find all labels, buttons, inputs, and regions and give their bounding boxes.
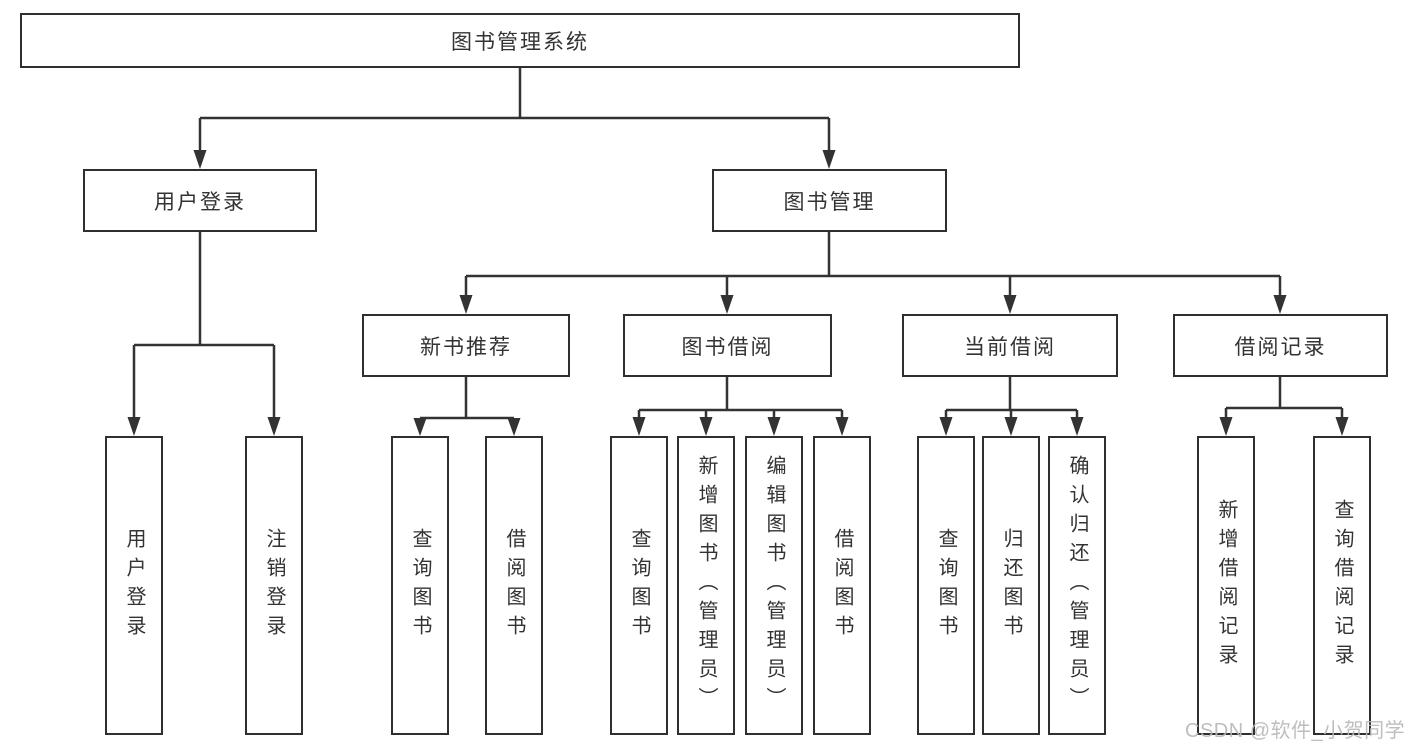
leaf-newbooks-query-books-label: 查询图书 — [409, 527, 431, 644]
leaf-logout-label: 注销登录 — [263, 527, 285, 644]
leaf-records-query-record: 查询借阅记录 — [1313, 436, 1371, 735]
node-new-book-recommendation: 新书推荐 — [362, 314, 570, 377]
leaf-borrowing-borrow-books-label: 借阅图书 — [831, 527, 853, 644]
node-library-system-label: 图书管理系统 — [451, 30, 589, 54]
connector-user-login-children — [127, 232, 281, 436]
leaf-borrowing-add-books-admin: 新增图书（管理员） — [677, 436, 735, 735]
leaf-records-add-record: 新增借阅记录 — [1197, 436, 1255, 735]
node-book-management-label: 图书管理 — [783, 190, 876, 214]
leaf-user-login: 用户登录 — [105, 436, 163, 735]
leaf-current-return-books: 归还图书 — [982, 436, 1040, 735]
node-current-borrowing: 当前借阅 — [902, 314, 1118, 377]
leaf-newbooks-borrow-books-label: 借阅图书 — [503, 527, 525, 644]
node-book-management: 图书管理 — [712, 169, 947, 232]
leaf-current-confirm-return-admin: 确认归还（管理员） — [1048, 436, 1106, 735]
node-library-system: 图书管理系统 — [20, 13, 1020, 68]
leaf-newbooks-query-books: 查询图书 — [391, 436, 449, 735]
connector-current-children — [939, 377, 1084, 436]
leaf-borrowing-borrow-books: 借阅图书 — [813, 436, 871, 735]
node-book-borrowing-label: 图书借阅 — [681, 335, 774, 359]
leaf-current-confirm-return-admin-label: 确认归还（管理员） — [1066, 455, 1088, 716]
node-current-borrowing-label: 当前借阅 — [964, 335, 1056, 359]
leaf-newbooks-borrow-books: 借阅图书 — [485, 436, 543, 735]
leaf-user-login-label: 用户登录 — [123, 527, 145, 644]
node-borrowing-records-label: 借阅记录 — [1234, 335, 1327, 359]
leaf-logout: 注销登录 — [245, 436, 303, 735]
leaf-current-return-books-label: 归还图书 — [1000, 527, 1022, 644]
node-user-login: 用户登录 — [83, 169, 317, 232]
leaf-records-query-record-label: 查询借阅记录 — [1331, 498, 1353, 673]
connector-book-mgmt-children — [459, 232, 1287, 314]
leaf-borrowing-add-books-admin-label: 新增图书（管理员） — [695, 455, 717, 716]
node-user-login-label: 用户登录 — [154, 190, 246, 214]
csdn-watermark: CSDN @软件_小贺同学 — [1185, 720, 1405, 742]
leaf-current-query-books: 查询图书 — [917, 436, 975, 735]
connector-root-to-level2 — [193, 68, 836, 169]
leaf-records-add-record-label: 新增借阅记录 — [1215, 498, 1237, 673]
leaf-borrowing-query-books: 查询图书 — [610, 436, 668, 735]
leaf-borrowing-query-books-label: 查询图书 — [628, 527, 650, 644]
node-borrowing-records: 借阅记录 — [1173, 314, 1388, 377]
leaf-current-query-books-label: 查询图书 — [935, 527, 957, 644]
leaf-borrowing-edit-books-admin-label: 编辑图书（管理员） — [763, 455, 785, 716]
leaf-borrowing-edit-books-admin: 编辑图书（管理员） — [745, 436, 803, 735]
connector-new-books-children — [413, 377, 521, 436]
node-book-borrowing: 图书借阅 — [623, 314, 832, 377]
connector-borrowing-children — [632, 377, 849, 436]
connector-records-children — [1219, 377, 1349, 436]
node-new-book-recommendation-label: 新书推荐 — [420, 335, 512, 359]
